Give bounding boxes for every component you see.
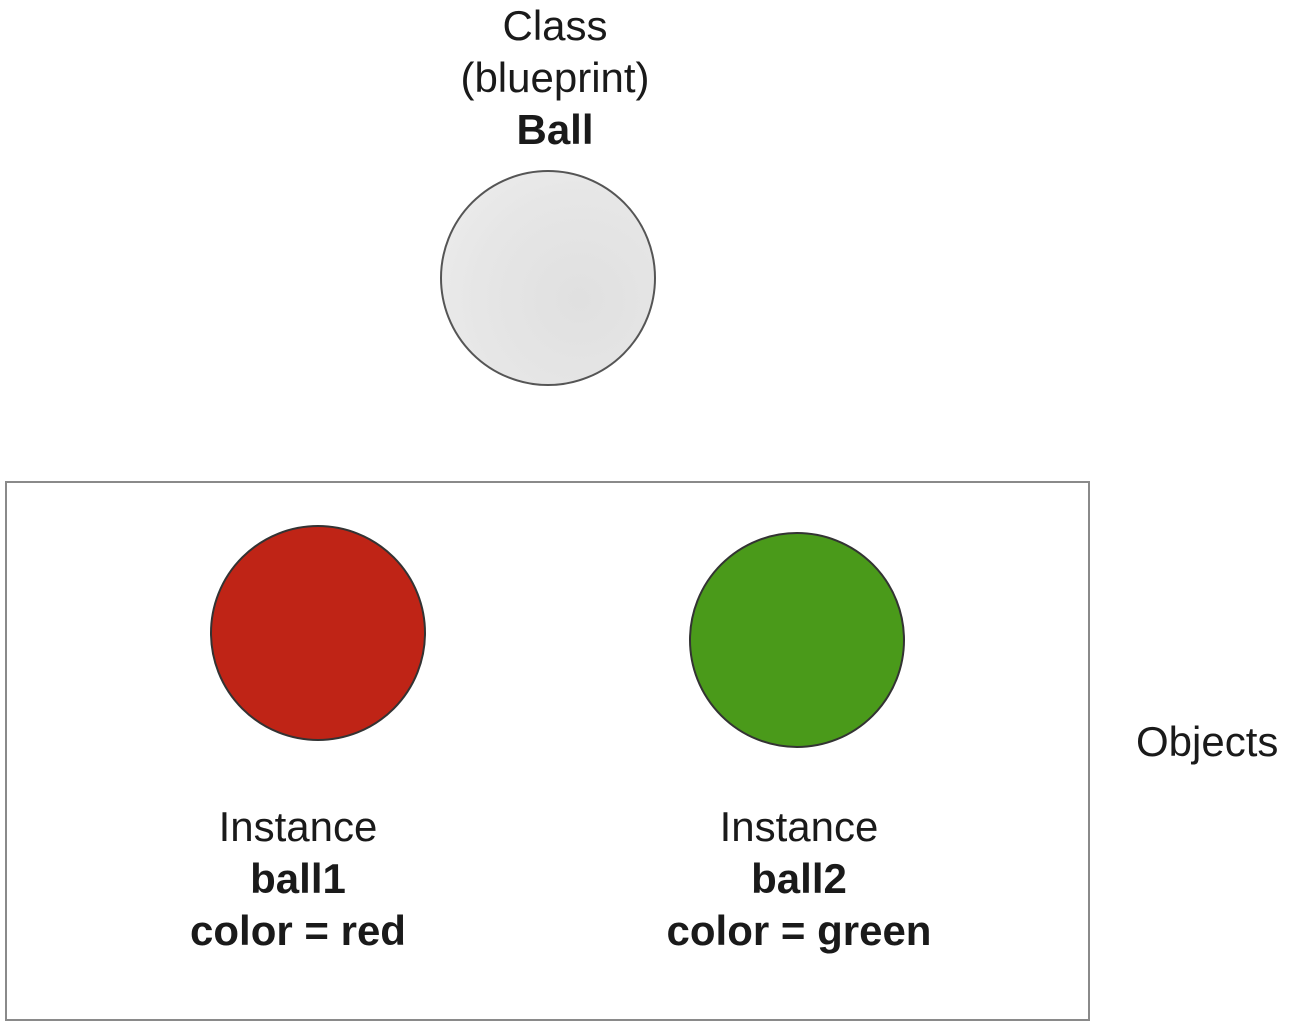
instance-heading: Instance <box>719 803 879 850</box>
class-heading: Class <box>502 2 608 49</box>
instance-ball2-label: Instance ball2 color = green <box>629 801 969 957</box>
instance-ball1-circle <box>210 525 426 741</box>
class-ball-circle <box>440 170 656 386</box>
objects-label: Objects <box>1136 718 1279 765</box>
instance-name: ball1 <box>250 855 346 902</box>
instance-ball2-circle <box>689 532 905 748</box>
instance-property: color = green <box>666 907 932 954</box>
class-subheading: (blueprint) <box>460 54 650 101</box>
instance-name: ball2 <box>751 855 847 902</box>
instance-ball1-label: Instance ball1 color = red <box>148 801 448 957</box>
objects-container <box>5 481 1090 1021</box>
instance-property: color = red <box>190 907 406 954</box>
class-name: Ball <box>516 106 594 153</box>
class-label: Class (blueprint) Ball <box>455 0 655 156</box>
instance-heading: Instance <box>218 803 378 850</box>
